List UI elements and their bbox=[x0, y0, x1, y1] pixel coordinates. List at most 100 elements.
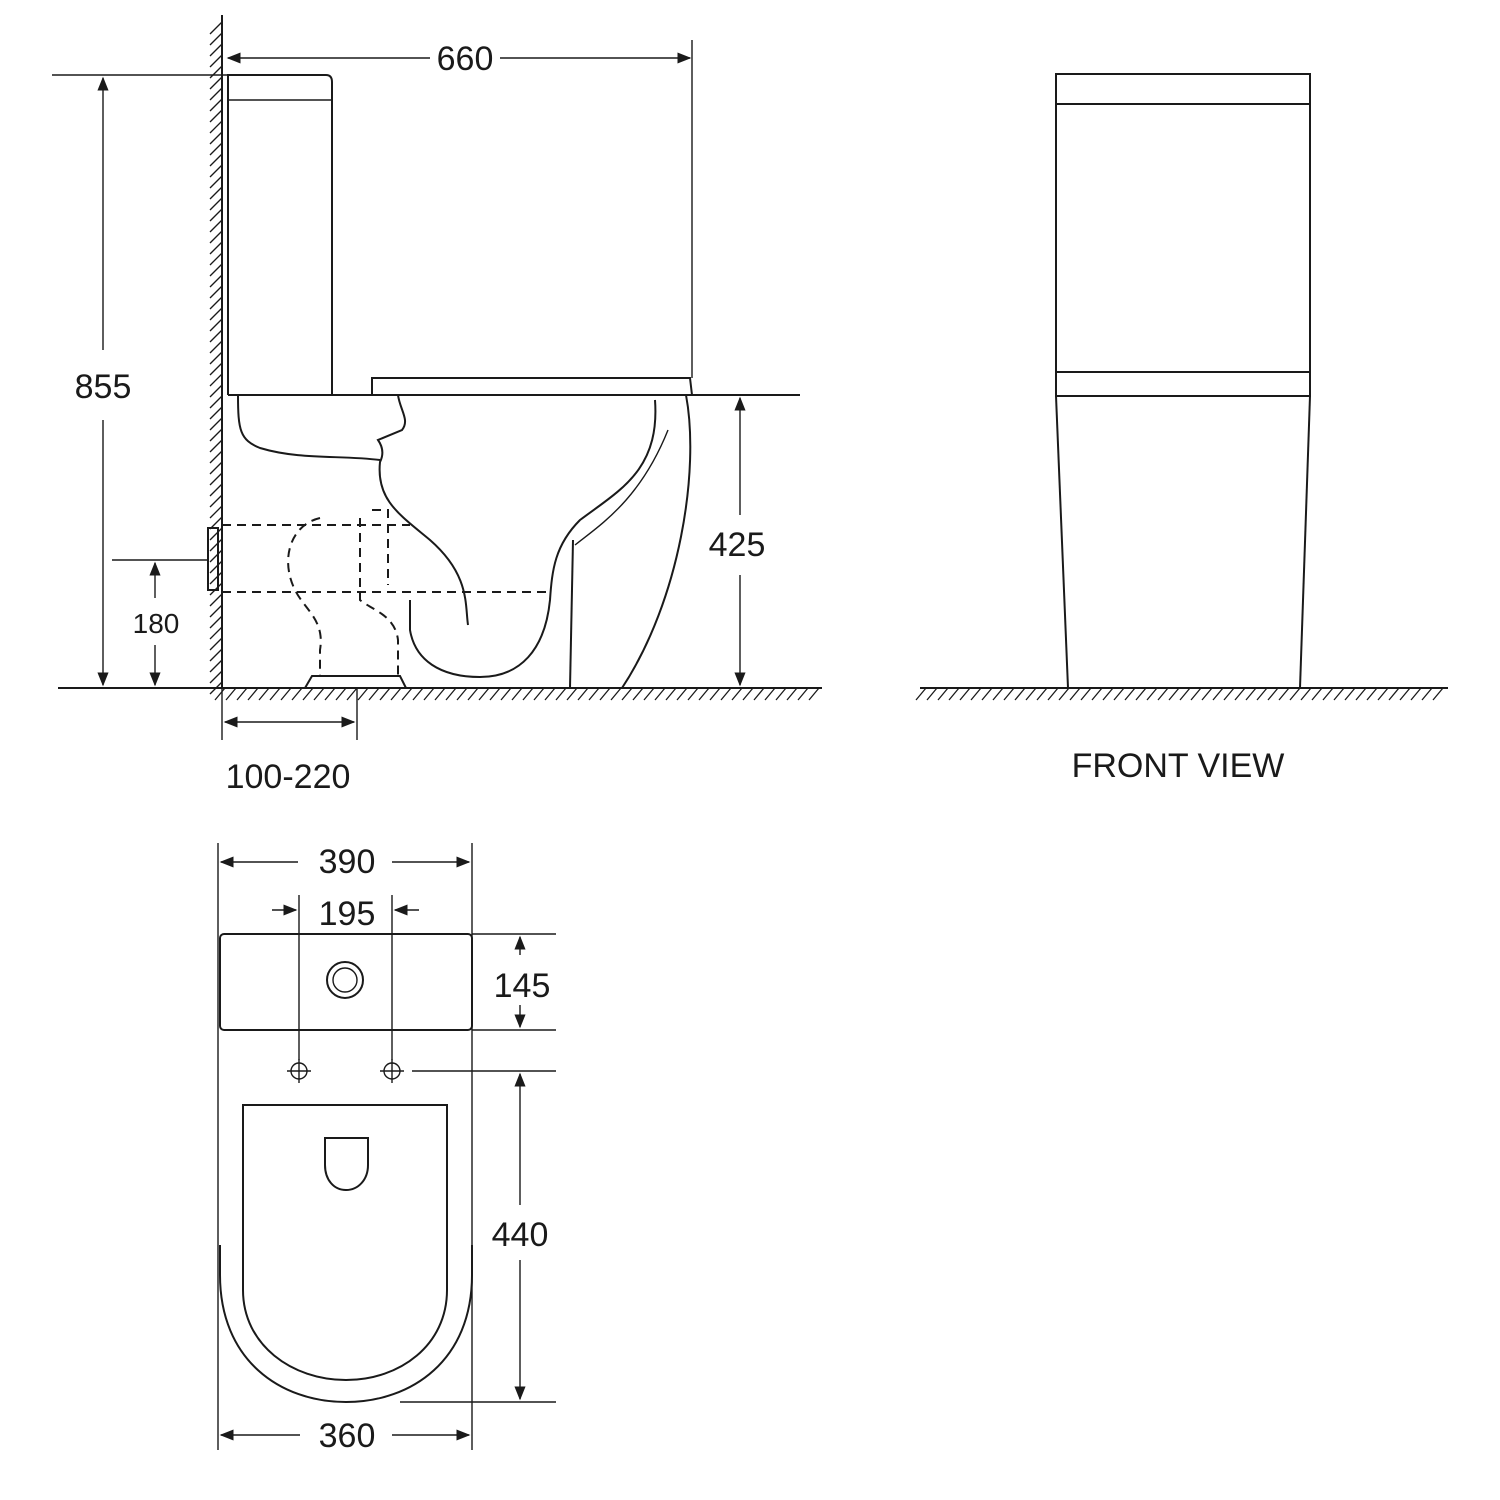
hatch-stroke bbox=[269, 687, 281, 701]
hatch-stroke bbox=[797, 687, 809, 701]
trapway-inner bbox=[376, 394, 469, 626]
hatch-stroke bbox=[948, 687, 960, 701]
outlet-pipe-dashed-2 bbox=[359, 518, 399, 675]
top-bowl-opening bbox=[324, 1137, 369, 1192]
front-floor-hatch bbox=[915, 687, 1444, 701]
hatch-stroke bbox=[1256, 687, 1268, 701]
hatch-stroke bbox=[1399, 687, 1411, 701]
hatch-stroke bbox=[209, 120, 223, 134]
hatch-stroke bbox=[786, 687, 798, 701]
hatch-stroke bbox=[401, 687, 413, 701]
hatch-stroke bbox=[643, 687, 655, 701]
hatch-stroke bbox=[742, 687, 754, 701]
hatch-stroke bbox=[1311, 687, 1323, 701]
hatch-stroke bbox=[209, 593, 223, 607]
hatch-stroke bbox=[555, 687, 567, 701]
hatch-stroke bbox=[209, 197, 223, 211]
hatch-stroke bbox=[1432, 687, 1444, 701]
hatch-stroke bbox=[808, 687, 820, 701]
hatch-stroke bbox=[959, 687, 971, 701]
hatch-stroke bbox=[209, 648, 223, 662]
hatch-stroke bbox=[324, 687, 336, 701]
hatch-stroke bbox=[209, 395, 223, 409]
hatch-stroke bbox=[313, 687, 325, 701]
inlet-connector bbox=[207, 527, 219, 591]
hatch-stroke bbox=[1157, 687, 1169, 701]
hatch-stroke bbox=[209, 439, 223, 453]
hatch-stroke bbox=[1168, 687, 1180, 701]
hatch-stroke bbox=[1344, 687, 1356, 701]
hatch-stroke bbox=[209, 384, 223, 398]
hatch-stroke bbox=[981, 687, 993, 701]
hatch-stroke bbox=[209, 450, 223, 464]
hatch-stroke bbox=[209, 109, 223, 123]
hatch-stroke bbox=[209, 505, 223, 519]
hatch-stroke bbox=[423, 687, 435, 701]
hatch-stroke bbox=[1113, 687, 1125, 701]
hatch-stroke bbox=[1245, 687, 1257, 701]
top-bowl-outer bbox=[219, 1245, 473, 1404]
hatch-stroke bbox=[1036, 687, 1048, 701]
hatch-stroke bbox=[533, 687, 545, 701]
hatch-stroke bbox=[209, 461, 223, 475]
hatch-stroke bbox=[209, 21, 223, 35]
hatch-stroke bbox=[209, 527, 223, 541]
pedestal-inner bbox=[574, 429, 669, 546]
wall-hatch bbox=[209, 21, 223, 695]
bowl-back-curve bbox=[237, 394, 381, 461]
hatch-stroke bbox=[209, 571, 223, 585]
hatch-stroke bbox=[511, 687, 523, 701]
hatch-stroke bbox=[1201, 687, 1213, 701]
hatch-stroke bbox=[992, 687, 1004, 701]
hatch-stroke bbox=[489, 687, 501, 701]
hatch-stroke bbox=[926, 687, 938, 701]
front-tank-lid bbox=[1055, 73, 1311, 105]
hatch-stroke bbox=[1014, 687, 1026, 701]
hatch-stroke bbox=[478, 687, 490, 701]
hatch-stroke bbox=[970, 687, 982, 701]
hatch-stroke bbox=[467, 687, 479, 701]
hatch-stroke bbox=[209, 285, 223, 299]
hatch-stroke bbox=[775, 687, 787, 701]
hatch-stroke bbox=[610, 687, 622, 701]
hatch-stroke bbox=[209, 241, 223, 255]
fixing-hole-left bbox=[287, 1059, 311, 1083]
flush-button-outer bbox=[326, 961, 364, 999]
hatch-stroke bbox=[1102, 687, 1114, 701]
hatch-stroke bbox=[522, 687, 534, 701]
hatch-stroke bbox=[1212, 687, 1224, 701]
hatch-stroke bbox=[209, 417, 223, 431]
hatch-stroke bbox=[1047, 687, 1059, 701]
top-view: 390 195 145 440 360 bbox=[217, 843, 556, 1455]
hatch-stroke bbox=[1410, 687, 1422, 701]
hatch-stroke bbox=[209, 296, 223, 310]
hatch-stroke bbox=[209, 362, 223, 376]
hatch-stroke bbox=[1091, 687, 1103, 701]
hatch-stroke bbox=[209, 626, 223, 640]
hatch-stroke bbox=[209, 131, 223, 145]
dim-tank-depth: 145 bbox=[494, 967, 551, 1005]
hatch-stroke bbox=[368, 687, 380, 701]
hatch-stroke bbox=[291, 687, 303, 701]
hatch-stroke bbox=[209, 32, 223, 46]
hatch-stroke bbox=[209, 483, 223, 497]
hatch-stroke bbox=[209, 98, 223, 112]
hatch-stroke bbox=[357, 687, 369, 701]
top-cistern bbox=[219, 933, 473, 1031]
hatch-stroke bbox=[1190, 687, 1202, 701]
outlet-pipe-dashed bbox=[287, 517, 322, 675]
dim-bowl-length: 440 bbox=[492, 1216, 549, 1254]
outlet-pipe-dashed-3 bbox=[372, 509, 389, 585]
front-view-label: FRONT VIEW bbox=[1072, 747, 1285, 785]
front-view: FRONT VIEW bbox=[915, 73, 1448, 785]
hatch-stroke bbox=[1366, 687, 1378, 701]
hatch-stroke bbox=[731, 687, 743, 701]
hatch-stroke bbox=[209, 186, 223, 200]
hatch-stroke bbox=[1025, 687, 1037, 701]
hatch-stroke bbox=[209, 54, 223, 68]
hatch-stroke bbox=[588, 687, 600, 701]
front-body-left bbox=[1055, 395, 1069, 689]
hatch-stroke bbox=[209, 560, 223, 574]
hatch-stroke bbox=[665, 687, 677, 701]
